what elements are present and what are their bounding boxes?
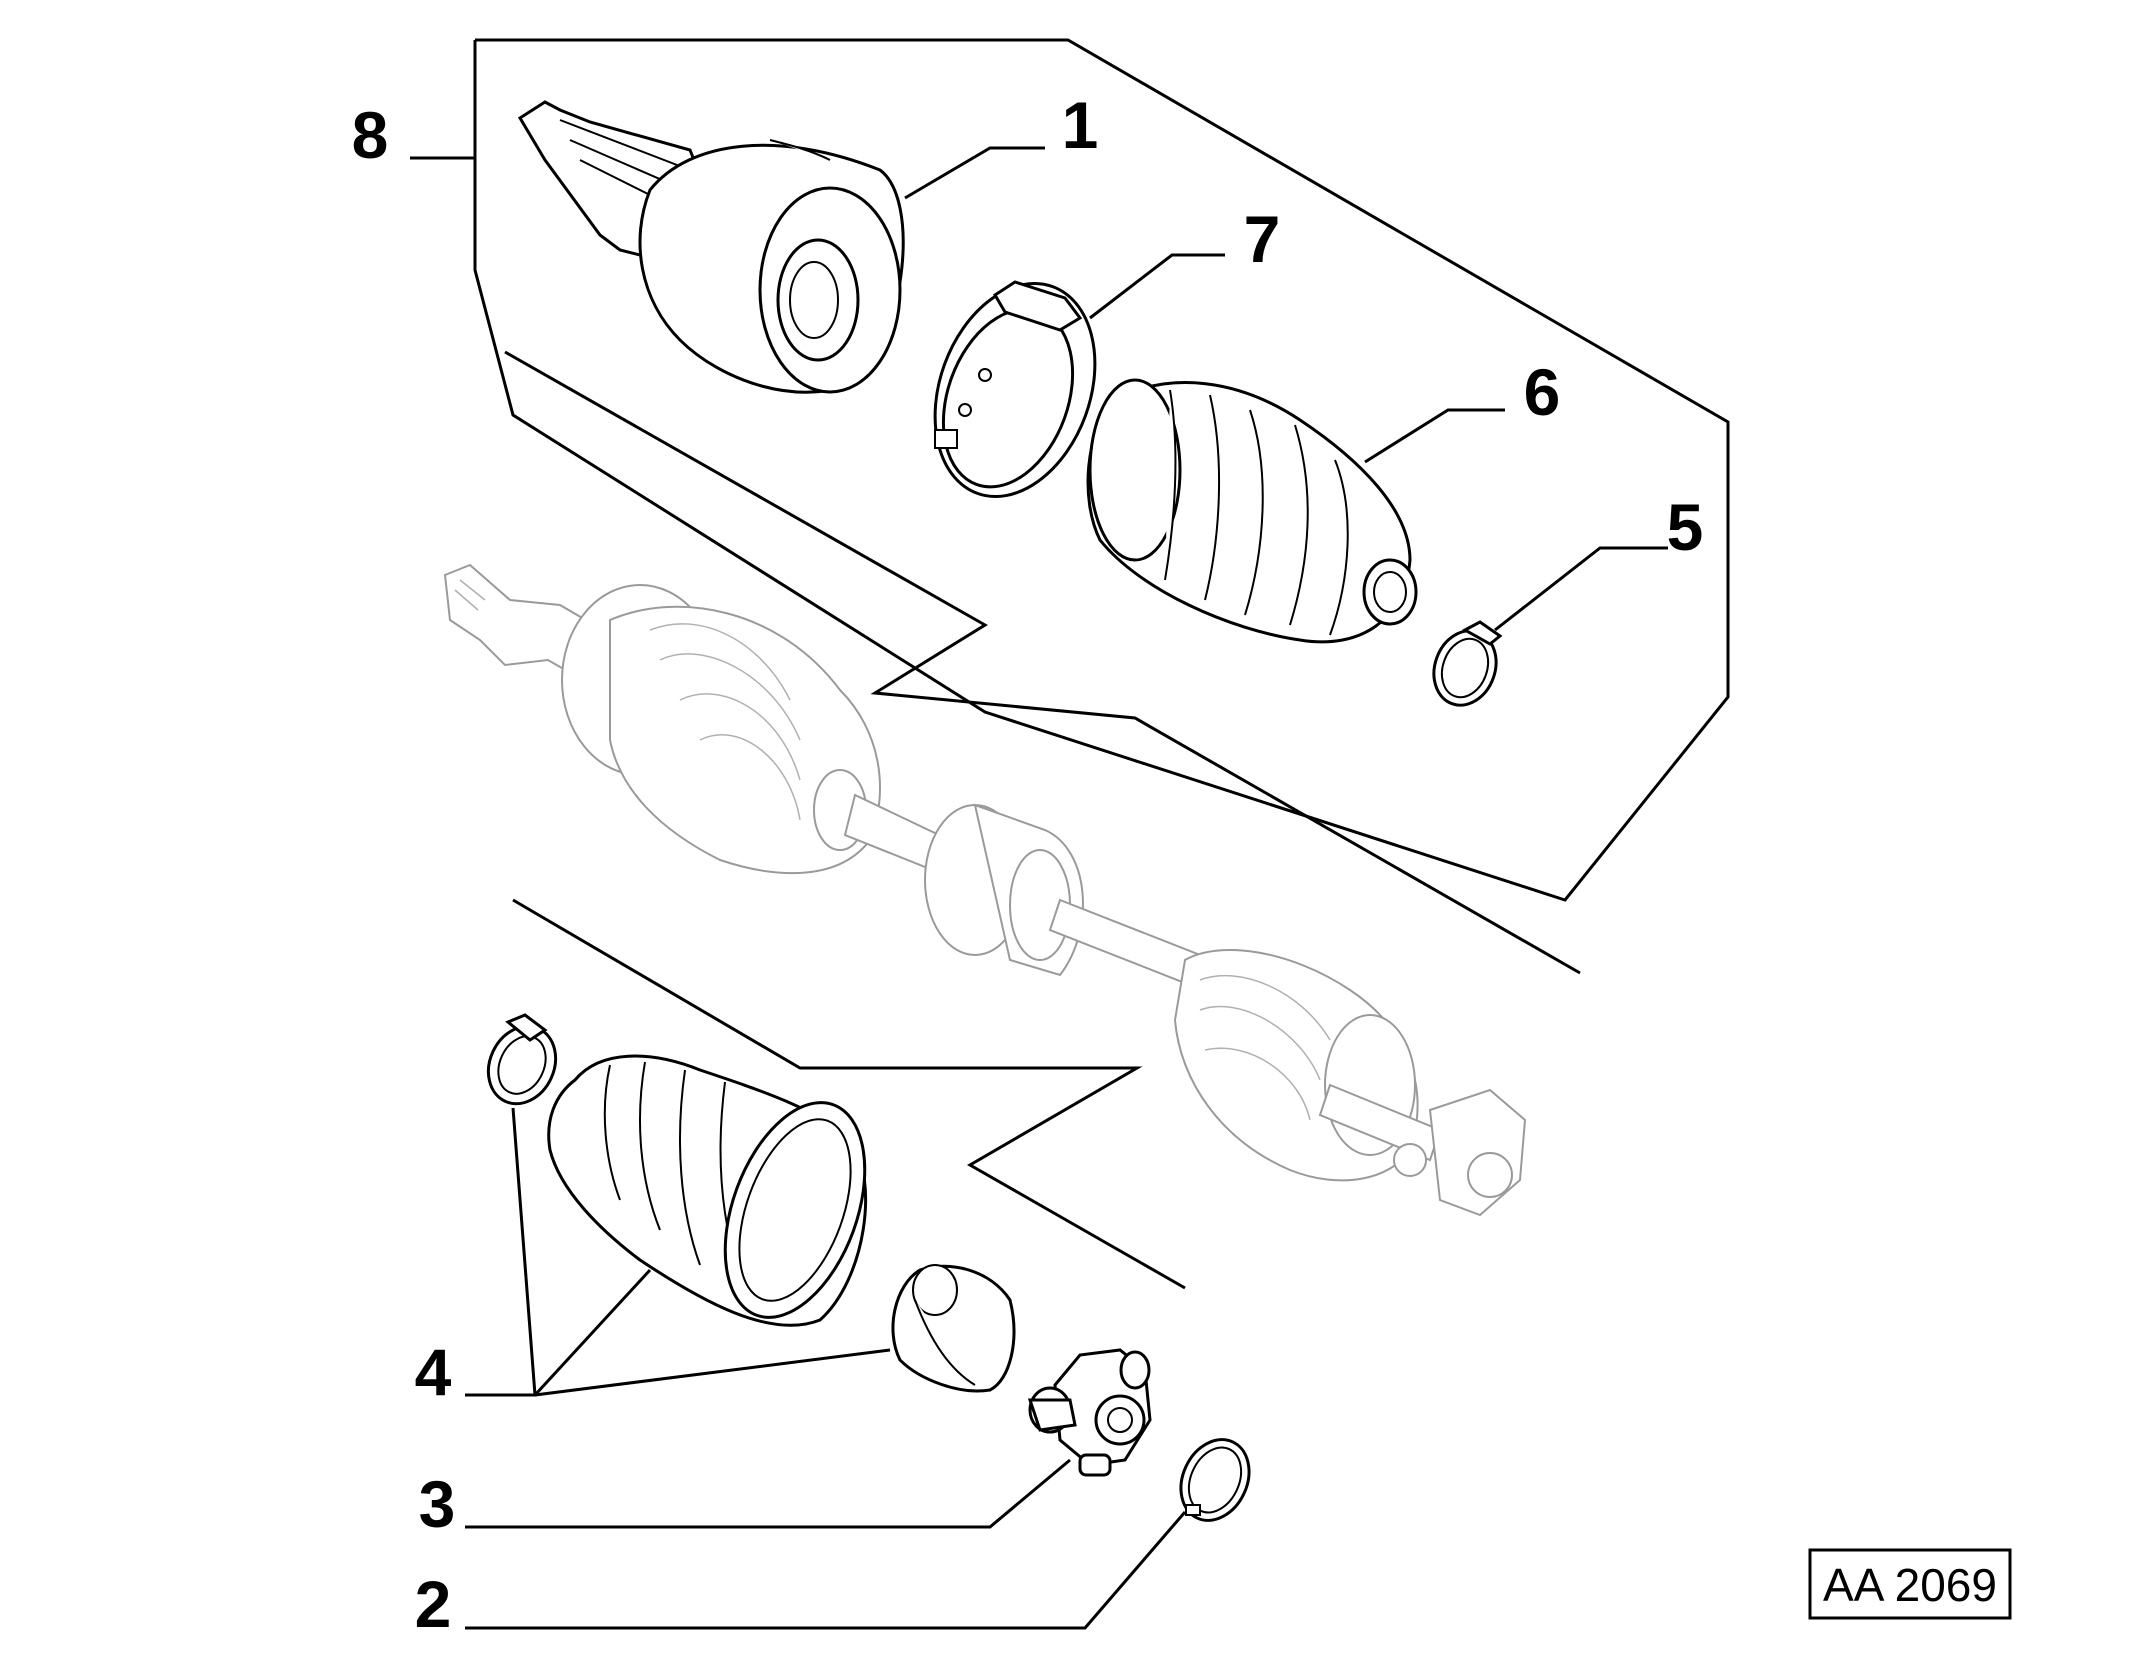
assembled-drive-shaft — [443, 563, 1527, 1217]
callout-labels: 1 2 3 4 5 6 7 8 — [352, 88, 1704, 1641]
reference-code: AA 2069 — [1823, 1559, 1997, 1611]
part-5-small-clamp — [1432, 620, 1503, 707]
callout-2: 2 — [415, 1567, 452, 1641]
reference-code-box: AA 2069 — [1808, 1548, 2012, 1620]
part-6-boot — [1086, 378, 1418, 644]
callout-4: 4 — [415, 1335, 452, 1409]
part-2-circlip — [1179, 1438, 1251, 1522]
callout-8: 8 — [352, 98, 389, 172]
exploded-guide-lines — [504, 350, 1581, 1290]
callout-1: 1 — [1062, 88, 1099, 162]
part-4-boot-kit — [486, 1013, 1016, 1393]
callout-7: 7 — [1244, 202, 1281, 276]
part-3-tripod-joint — [1027, 1348, 1152, 1477]
part-1-cv-joint — [517, 100, 905, 394]
callout-5: 5 — [1667, 490, 1704, 564]
callout-3: 3 — [419, 1467, 456, 1541]
kit-bracket-outline — [410, 38, 1730, 902]
part-7-large-clamp — [933, 280, 1097, 499]
callout-6: 6 — [1524, 355, 1561, 429]
leader-lines — [465, 146, 1668, 1630]
